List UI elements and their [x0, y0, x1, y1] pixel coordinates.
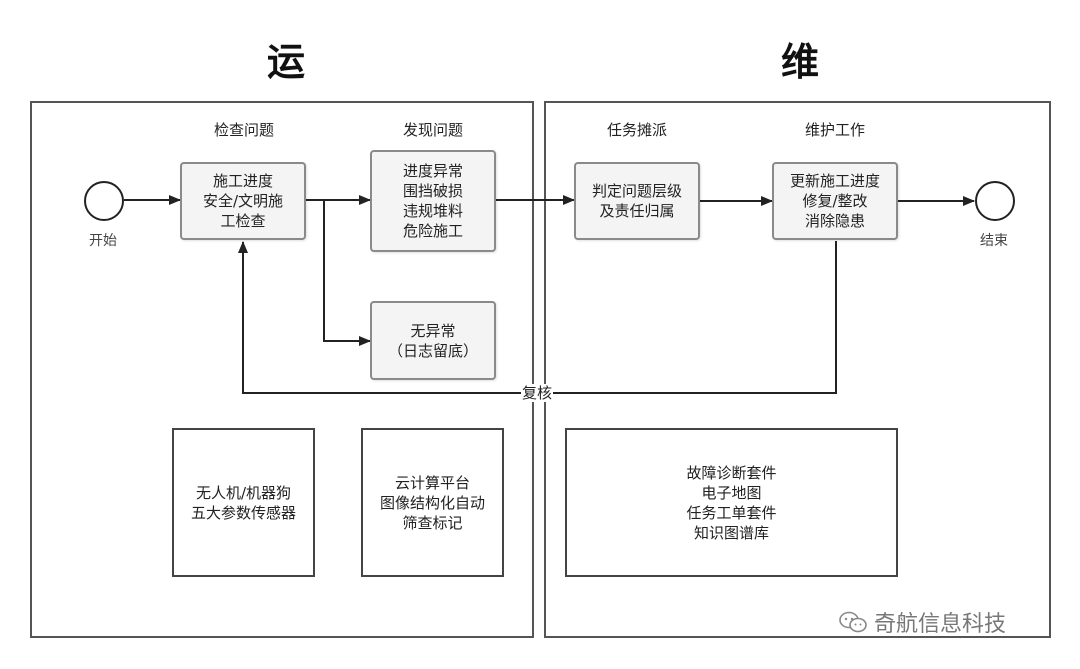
wechat-icon — [839, 611, 867, 633]
node-line: （日志留底） — [387, 341, 478, 360]
info-line: 无人机/机器狗 — [195, 483, 292, 502]
column-label-dispatch: 任务摊派 — [606, 121, 667, 139]
info-box-sensors: 无人机/机器狗 五大参数传感器 — [172, 428, 315, 577]
arrow-check-to-normal — [323, 200, 371, 346]
node-line: 消除隐患 — [804, 212, 865, 230]
node-line: 违规堆料 — [402, 202, 463, 220]
info-line: 图像结构化自动 — [379, 493, 485, 512]
node-line: 安全/文明施 — [202, 192, 284, 210]
node-line: 修复/整改 — [802, 192, 868, 210]
column-label-find: 发现问题 — [402, 121, 463, 139]
node-line: 无异常 — [410, 321, 456, 340]
node-line: 危险施工 — [402, 222, 463, 240]
column-label-maintain: 维护工作 — [804, 121, 865, 139]
node-line: 判定问题层级 — [591, 182, 682, 200]
start-node — [84, 181, 124, 221]
arrow-recheck-loop — [238, 241, 837, 394]
recheck-label: 复核 — [521, 384, 554, 402]
node-line: 更新施工进度 — [789, 172, 880, 190]
node-problems-found: 进度异常 围挡破损 违规堆料 危险施工 — [370, 150, 496, 252]
node-line: 工检查 — [220, 212, 266, 230]
node-dispatch: 判定问题层级 及责任归属 — [574, 162, 700, 240]
end-label: 结束 — [980, 233, 1008, 249]
info-line: 故障诊断套件 — [686, 463, 777, 482]
info-line: 知识图谱库 — [693, 523, 769, 542]
node-line: 施工进度 — [212, 172, 273, 190]
node-no-anomaly: 无异常 （日志留底） — [370, 301, 496, 380]
column-label-check: 检查问题 — [213, 121, 274, 139]
info-line: 筛查标记 — [402, 513, 463, 532]
info-line: 五大参数传感器 — [190, 503, 296, 522]
watermark: 奇航信息科技 — [838, 606, 1006, 638]
watermark-text: 奇航信息科技 — [874, 612, 1007, 637]
node-line: 进度异常 — [402, 162, 463, 180]
end-node — [975, 181, 1015, 221]
info-line: 云计算平台 — [394, 473, 470, 492]
info-line: 任务工单套件 — [686, 503, 777, 522]
heading-maintenance: 维 — [780, 40, 819, 84]
node-line: 围挡破损 — [402, 182, 463, 200]
node-line: 及责任归属 — [599, 202, 675, 220]
node-maintain: 更新施工进度 修复/整改 消除隐患 — [772, 162, 898, 240]
info-box-tools: 故障诊断套件 电子地图 任务工单套件 知识图谱库 — [565, 428, 898, 577]
info-line: 电子地图 — [701, 483, 762, 502]
start-label: 开始 — [89, 233, 117, 249]
heading-operation: 运 — [266, 40, 305, 84]
node-construction-check: 施工进度 安全/文明施 工检查 — [180, 162, 306, 240]
info-box-cloud: 云计算平台 图像结构化自动 筛查标记 — [361, 428, 504, 577]
